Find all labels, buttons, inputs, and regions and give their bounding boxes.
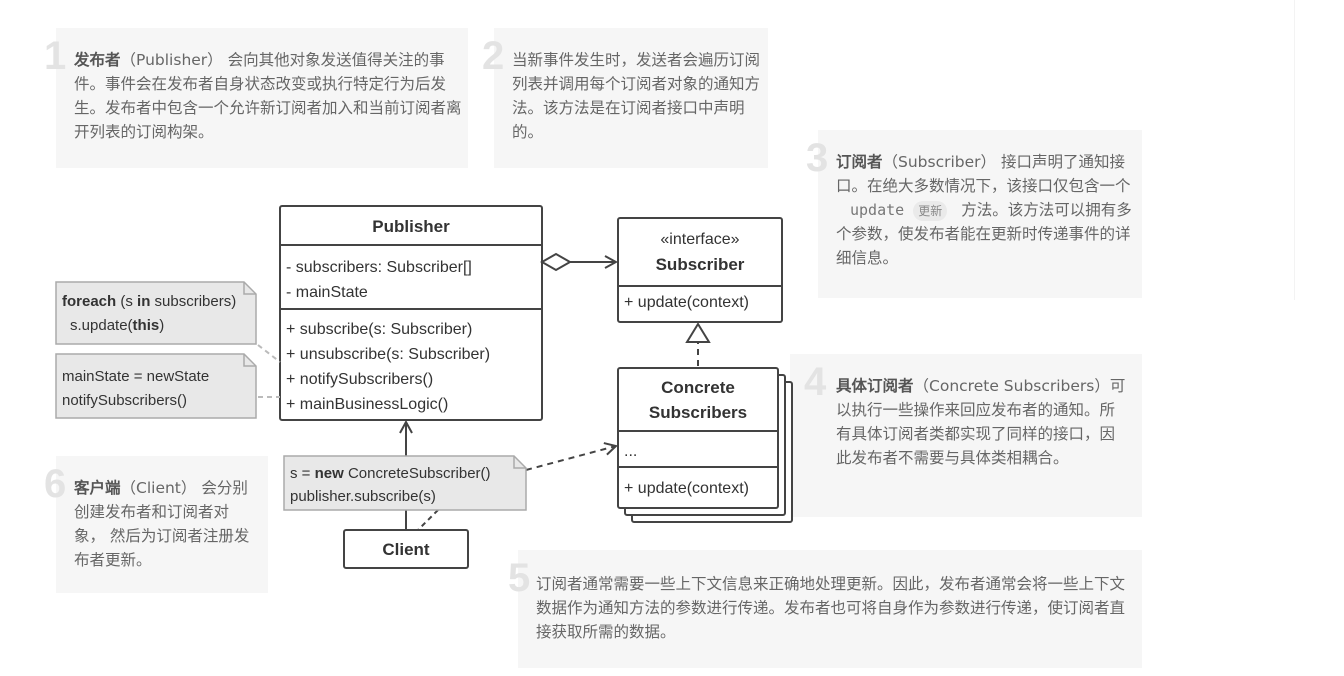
svg-text:s = new ConcreteSubscriber(): s = new ConcreteSubscriber(): [290, 465, 491, 482]
foreach-note-connector: [257, 344, 281, 363]
subscriber-method: + update(context): [624, 294, 749, 311]
note-3-title: 订阅者: [836, 153, 883, 171]
foreach-code-note: foreach (s in subscribers) s.update(this…: [55, 281, 257, 345]
client-class: Client: [343, 529, 469, 569]
publisher-field: - subscribers: Subscriber[]: [286, 259, 472, 276]
note-3-code: update 更新: [840, 199, 957, 221]
note-3-text-a: （Subscriber） 接口声明了通知接口。在绝大多数情况下，该接口仅包含一个: [836, 153, 1131, 195]
note-3-chip: 更新: [913, 201, 948, 221]
publisher-method: + notifySubscribers(): [286, 371, 433, 388]
publisher-class: Publisher - subscribers: Subscriber[] - …: [279, 205, 543, 421]
note-4-text: （Concrete Subscribers）可以执行一些操作来回应发布者的通知。…: [836, 377, 1126, 467]
this-keyword: this: [133, 317, 160, 334]
note-1-text: （Publisher） 会向其他对象发送值得关注的事件。事件会在发布者自身状态改…: [74, 51, 462, 141]
note-5-number: 5: [508, 556, 531, 600]
note-6-title: 客户端: [74, 479, 121, 497]
svg-text:s.update(this): s.update(this): [70, 317, 164, 334]
note-2-number: 2: [482, 34, 505, 78]
note-4-title: 具体订阅者: [836, 377, 914, 395]
note-2: 2 当新事件发生时，发送者会遍历订阅列表并调用每个订阅者对象的通知方法。该方法是…: [482, 28, 768, 168]
note-3-text-b: 方法。该方法可以拥有多个参数，使发布者能在更新时传递事件的详细信息。: [836, 201, 1132, 267]
state-note-line1: mainState = newState: [62, 368, 209, 385]
note-1-number: 1: [44, 34, 67, 78]
note-6-number: 6: [44, 462, 67, 506]
right-scroll-region: [1294, 0, 1344, 300]
publisher-method: + mainBusinessLogic(): [286, 396, 448, 413]
note-5: 5 订阅者通常需要一些上下文信息来正确地处理更新。因此，发布者通常会将一些上下文…: [508, 550, 1142, 668]
concrete-name-line1: Concrete: [661, 378, 735, 397]
publisher-method: + subscribe(s: Subscriber): [286, 321, 472, 338]
note-5-text: 订阅者通常需要一些上下文信息来正确地处理更新。因此，发布者通常会将一些上下文数据…: [536, 575, 1126, 641]
note-1: 1 发布者（Publisher） 会向其他对象发送值得关注的事件。事件会在发布者…: [44, 28, 468, 168]
state-note-line2: notifySubscribers(): [62, 392, 187, 409]
subscriber-interface-name: Subscriber: [656, 255, 745, 274]
client-code-note: s = new ConcreteSubscriber() publisher.s…: [283, 455, 527, 511]
note-6-text: （Client） 会分别创建发布者和订阅者对象， 然后为订阅者注册发布者更新。: [74, 479, 250, 569]
subscriber-interface: «interface» Subscriber + update(context): [617, 217, 783, 323]
concrete-subscribers-class: Concrete Subscribers ... + update(contex…: [617, 367, 793, 523]
client-class-name: Client: [382, 540, 430, 559]
note-1-title: 发布者: [74, 51, 121, 69]
in-keyword: in: [137, 293, 150, 310]
subscriber-stereotype: «interface»: [660, 231, 739, 248]
note-6: 6 客户端（Client） 会分别创建发布者和订阅者对象， 然后为订阅者注册发布…: [44, 456, 268, 593]
note-2-text: 当新事件发生时，发送者会遍历订阅列表并调用每个订阅者对象的通知方法。该方法是在订…: [512, 51, 761, 141]
foreach-keyword: foreach: [62, 293, 116, 310]
realization-arrow: [685, 322, 711, 366]
note-4-number: 4: [804, 360, 827, 404]
note-3-number: 3: [806, 136, 829, 180]
concrete-field: ...: [624, 443, 637, 460]
publisher-method: + unsubscribe(s: Subscriber): [286, 346, 490, 363]
aggregation-arrow: [539, 252, 616, 272]
state-code-note: mainState = newState notifySubscribers(): [55, 353, 257, 419]
note-4: 4 具体订阅者（Concrete Subscribers）可以执行一些操作来回应…: [790, 354, 1142, 517]
publisher-field: - mainState: [286, 284, 368, 301]
client-note-line2: publisher.subscribe(s): [290, 488, 436, 505]
svg-text:foreach (s in subscribers): foreach (s in subscribers): [62, 293, 236, 310]
note-3: 3 订阅者（Subscriber） 接口声明了通知接口。在绝大多数情况下，该接口…: [806, 130, 1142, 298]
publisher-class-name: Publisher: [372, 217, 450, 236]
client-concrete-dependency: [525, 446, 616, 471]
concrete-name-line2: Subscribers: [649, 403, 747, 422]
new-keyword: new: [315, 465, 345, 482]
concrete-method: + update(context): [624, 480, 749, 497]
client-note-connector: [417, 509, 439, 531]
